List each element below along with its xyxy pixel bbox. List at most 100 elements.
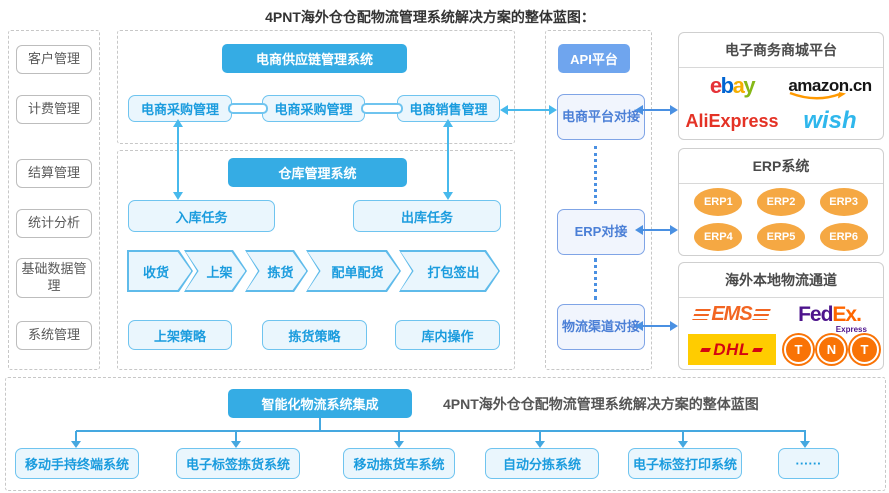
system-label: 自动分拣系统 bbox=[502, 457, 581, 472]
sidebar-item-label: 计费管理 bbox=[27, 101, 80, 117]
strategy-label: 拣货策略 bbox=[288, 328, 341, 344]
arrow-sales-to-api bbox=[500, 104, 557, 116]
process-step-picking: 拣货 bbox=[245, 250, 308, 292]
sidebar-item-label: 客户管理 bbox=[27, 51, 80, 67]
erp-pill-grid: ERP1 ERP2 ERP3 ERP4 ERP5 ERP6 bbox=[679, 184, 883, 254]
ems-logo: EMS bbox=[692, 303, 771, 326]
module-ecommerce-purchase-2: 电商采购管理 bbox=[262, 95, 365, 122]
module-ecommerce-purchase-1: 电商采购管理 bbox=[128, 95, 232, 122]
arrow-api-to-logistics bbox=[635, 320, 678, 332]
chevron-fill bbox=[401, 252, 499, 291]
dhl-logo: DHL bbox=[687, 334, 776, 366]
ebay-logo: ebay bbox=[709, 73, 756, 98]
api-node-label: 物流渠道对接 bbox=[562, 319, 641, 335]
outbound-task-box: 出库任务 bbox=[353, 200, 501, 232]
module-label: 电商采购管理 bbox=[140, 102, 219, 117]
system-label: 电子标签拣货系统 bbox=[185, 457, 290, 472]
process-step-label: 拣货 bbox=[267, 264, 294, 280]
sidebar-item-settlement-management: 结算管理 bbox=[16, 159, 92, 188]
erp-panel-title: ERP系统 bbox=[679, 149, 883, 184]
ecommerce-mall-panel: 电子商务商城平台 ebay amazon.cn AliExpress wish bbox=[678, 32, 884, 140]
integration-header-label: 智能化物流系统集成 bbox=[261, 397, 379, 412]
api-node-label: 电商平台对接 bbox=[562, 109, 641, 125]
api-node-ecommerce-platform: 电商平台对接 bbox=[557, 94, 645, 140]
amazon-smile-icon bbox=[789, 92, 847, 100]
page-title: 4PNT海外仓仓配物流管理系统解决方案的整体蓝图： bbox=[265, 9, 595, 25]
logistics-panel-title: 海外本地物流通道 bbox=[679, 263, 883, 298]
system-label: 移动手持终端系统 bbox=[24, 457, 129, 472]
arrow-api-to-ecommerce-mall bbox=[635, 104, 678, 116]
integration-header: 智能化物流系统集成 bbox=[228, 389, 412, 418]
erp-pill: ERP4 bbox=[694, 222, 743, 251]
arrow-api-to-erp bbox=[635, 224, 678, 236]
wish-logo: wish bbox=[803, 107, 857, 134]
fedex-logo: FedEx.Express bbox=[798, 302, 867, 334]
tree-down-arrow bbox=[231, 431, 241, 448]
sidebar-item-billing-management: 计费管理 bbox=[16, 95, 92, 124]
panel-title-label: 电子商务商城平台 bbox=[725, 42, 837, 58]
erp-pill: ERP5 bbox=[756, 222, 805, 251]
erp-pill: ERP6 bbox=[819, 222, 868, 251]
api-platform-header-label: API平台 bbox=[570, 52, 618, 67]
dotted-connector bbox=[594, 258, 597, 300]
panel-title-label: 海外本地物流通道 bbox=[725, 272, 837, 288]
api-node-label: ERP对接 bbox=[574, 224, 628, 240]
sidebar-item-label: 结算管理 bbox=[27, 165, 80, 181]
arrow-purchase-to-inbound bbox=[172, 119, 184, 200]
tree-down-arrow bbox=[535, 431, 545, 448]
system-electronic-label-picking: 电子标签拣货系统 bbox=[176, 448, 300, 479]
process-step-order-allocation: 配单配货 bbox=[306, 250, 401, 292]
chevron-fill bbox=[308, 252, 400, 291]
module-label: 电商采购管理 bbox=[274, 102, 353, 117]
process-step-pack-checkout: 打包签出 bbox=[399, 250, 500, 292]
sidebar-item-customer-management: 客户管理 bbox=[16, 45, 92, 74]
wms-header: 仓库管理系统 bbox=[228, 158, 407, 187]
process-step-label: 打包签出 bbox=[427, 264, 480, 280]
inbound-task-box: 入库任务 bbox=[128, 200, 275, 232]
supply-chain-container bbox=[117, 30, 515, 144]
module-ecommerce-sales: 电商销售管理 bbox=[397, 95, 500, 122]
system-label: ······ bbox=[795, 456, 822, 471]
integration-container bbox=[5, 377, 886, 491]
chevron-fill bbox=[129, 252, 192, 291]
system-mobile-handheld-terminal: 移动手持终端系统 bbox=[15, 448, 139, 479]
system-label: 电子标签打印系统 bbox=[632, 457, 737, 472]
erp-pill: ERP2 bbox=[756, 187, 805, 216]
module-label: 电商销售管理 bbox=[409, 102, 488, 117]
wms-container bbox=[117, 150, 515, 370]
dotted-connector bbox=[594, 146, 597, 204]
strategy-label: 上架策略 bbox=[153, 328, 206, 344]
process-step-label: 上架 bbox=[206, 264, 233, 280]
system-label: 移动拣货车系统 bbox=[353, 457, 445, 472]
tree-down-arrow bbox=[678, 431, 688, 448]
strategy-label: 库内操作 bbox=[421, 328, 474, 344]
api-node-logistics-channel: 物流渠道对接 bbox=[557, 304, 645, 350]
strategy-putaway-box: 上架策略 bbox=[128, 320, 232, 350]
erp-systems-panel: ERP系统 ERP1 ERP2 ERP3 ERP4 ERP5 ERP6 bbox=[678, 148, 884, 256]
ems-stripes-icon bbox=[692, 309, 712, 321]
strategy-picking-box: 拣货策略 bbox=[262, 320, 367, 350]
api-platform-container bbox=[545, 30, 652, 370]
system-electronic-label-printing: 电子标签打印系统 bbox=[628, 448, 742, 479]
strategy-warehouse-ops-box: 库内操作 bbox=[395, 320, 500, 350]
tree-stem-line bbox=[319, 418, 321, 431]
erp-pill: ERP1 bbox=[694, 187, 743, 216]
arrow-sales-to-outbound bbox=[442, 119, 454, 200]
ecommerce-mall-panel-title: 电子商务商城平台 bbox=[679, 33, 883, 68]
ems-stripes-icon bbox=[751, 309, 771, 321]
api-node-erp: ERP对接 bbox=[557, 209, 645, 255]
wms-header-label: 仓库管理系统 bbox=[278, 166, 357, 181]
sidebar-item-system-management: 系统管理 bbox=[16, 321, 92, 350]
tree-down-arrow bbox=[800, 431, 810, 448]
tree-down-arrow bbox=[71, 431, 81, 448]
inbound-task-label: 入库任务 bbox=[175, 209, 228, 225]
amazon-logo: amazon.cn bbox=[788, 76, 872, 100]
process-step-putaway: 上架 bbox=[184, 250, 247, 292]
erp-pill: ERP3 bbox=[819, 187, 868, 216]
integration-caption: 4PNT海外仓仓配物流管理系统解决方案的整体蓝图 bbox=[443, 396, 759, 412]
process-step-label: 配单配货 bbox=[331, 264, 384, 280]
system-mobile-picking-cart: 移动拣货车系统 bbox=[343, 448, 455, 479]
